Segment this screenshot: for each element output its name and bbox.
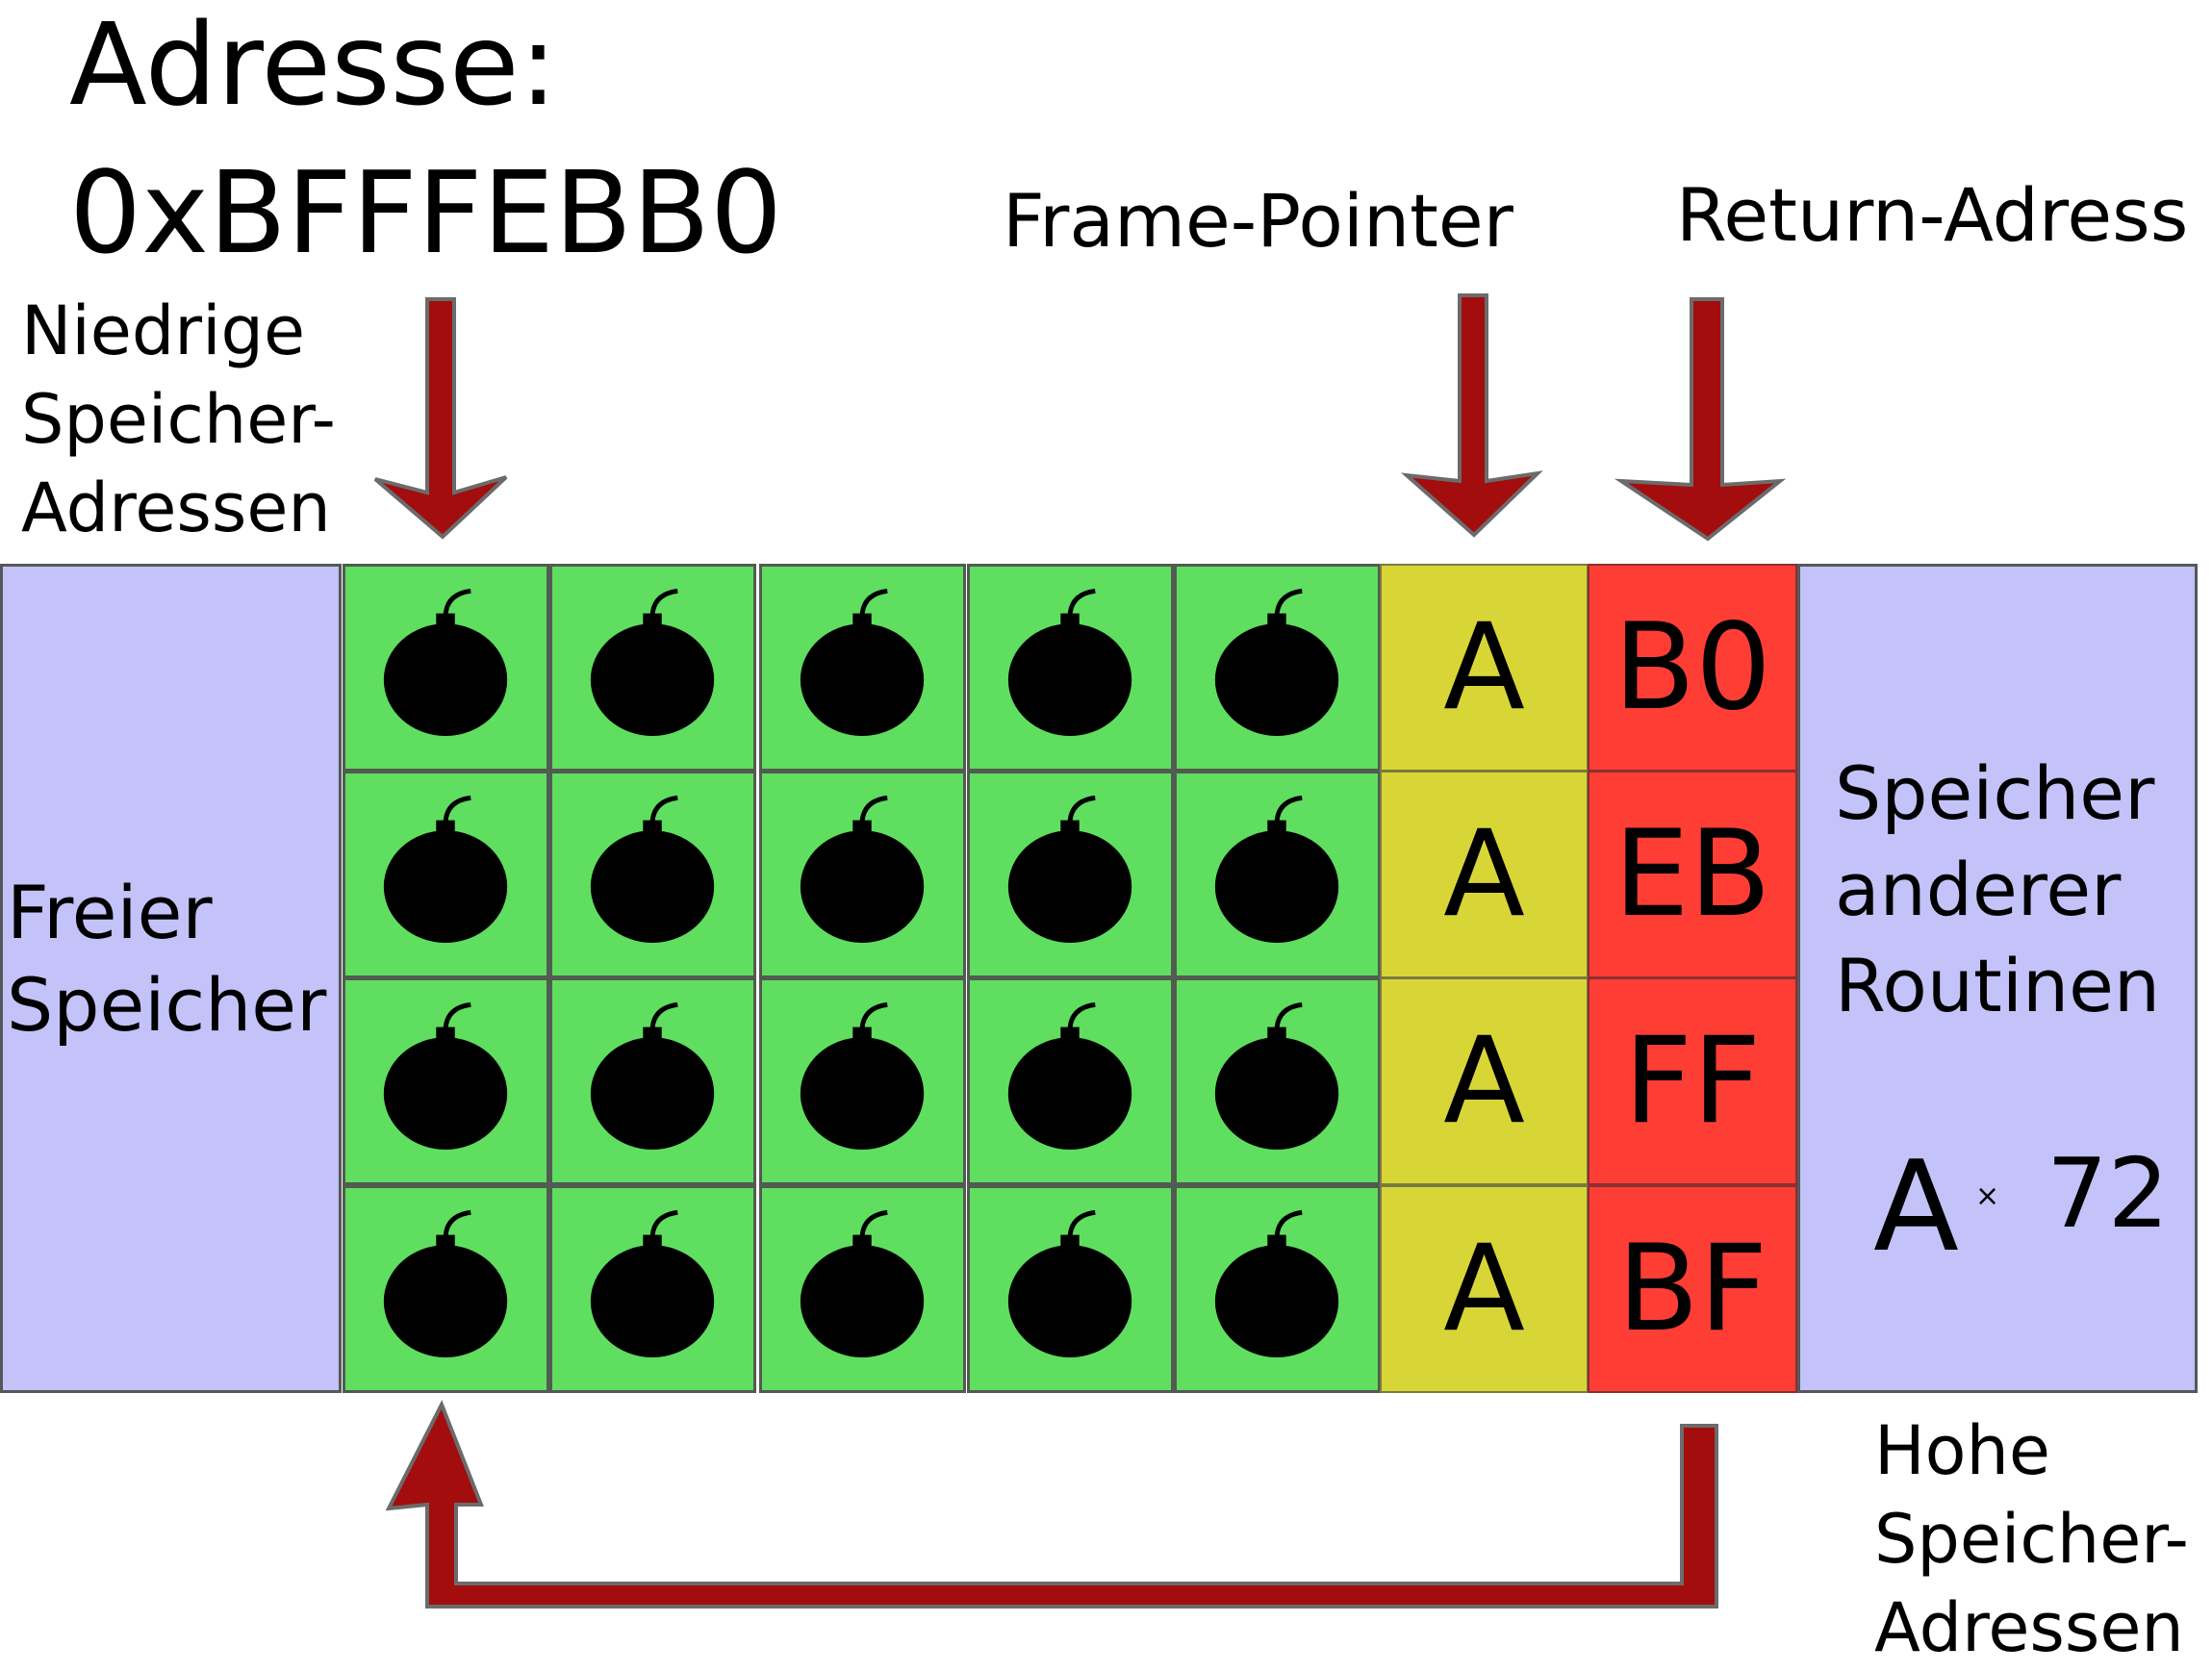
buffer-cell: [1174, 977, 1381, 1185]
return-address-cell: B0: [1588, 564, 1797, 772]
bomb-icon: [383, 1001, 508, 1150]
buffer-cell: [549, 564, 756, 772]
high-addresses-label: Hohe Speicher- Adressen: [1874, 1406, 2189, 1672]
buffer-cell: [967, 977, 1174, 1185]
buffer-cell: [1174, 771, 1381, 978]
buffer-cell: [343, 977, 549, 1185]
return-address-cell: FF: [1588, 977, 1797, 1185]
bomb-icon: [383, 795, 508, 943]
bomb-icon: [1007, 1001, 1132, 1150]
bomb-icon: [800, 795, 925, 943]
low-addresses-line-2: Speicher-: [21, 380, 336, 459]
repeat-times-sign: ×: [1975, 1179, 2000, 1213]
repeat-count: 72: [2047, 1137, 2170, 1250]
buffer-cell: [343, 771, 549, 978]
address-title: Adresse:: [69, 8, 557, 121]
buffer-cell: [759, 771, 966, 978]
buffer-cell: [1174, 1185, 1381, 1393]
bomb-icon: [590, 795, 715, 943]
buffer-cell: [967, 564, 1174, 772]
return-address-arrow: [1614, 297, 1787, 542]
bomb-icon: [800, 1001, 925, 1150]
address-arrow: [373, 297, 508, 540]
buffer-cell: [759, 1185, 966, 1393]
buffer-cell: [549, 1185, 756, 1393]
return-address-label: Return-Adress: [1676, 172, 2189, 258]
bomb-icon: [1214, 1001, 1339, 1150]
other-routines-line-3: Routinen: [1835, 943, 2161, 1028]
bomb-icon: [590, 1209, 715, 1357]
address-hex: 0xBFFFEBB0: [69, 146, 783, 279]
bomb-icon: [800, 588, 925, 736]
frame-pointer-cell: A: [1380, 564, 1589, 772]
low-addresses-label: Niedrige Speicher- Adressen: [21, 287, 336, 552]
repeat-char: A: [1873, 1133, 1959, 1279]
bomb-icon: [1214, 795, 1339, 943]
buffer-cell: [549, 771, 756, 978]
other-routines-line-2: anderer: [1835, 847, 2122, 932]
high-addresses-line-3: Adressen: [1874, 1588, 2184, 1667]
frame-pointer-cell: A: [1380, 1185, 1589, 1393]
bomb-icon: [1007, 588, 1132, 736]
address-value: 0xBFFFEBB0: [69, 156, 782, 269]
buffer-cell: [759, 564, 966, 772]
frame-pointer-arrow: [1400, 293, 1543, 538]
free-memory-block: Freier Speicher: [0, 564, 342, 1393]
bomb-icon: [1214, 1209, 1339, 1357]
free-memory-line-1: Freier: [7, 870, 213, 955]
buffer-cell: [759, 977, 966, 1185]
low-addresses-line-3: Adressen: [21, 469, 331, 547]
buffer-cell: [549, 977, 756, 1185]
buffer-cell: [967, 1185, 1174, 1393]
other-routines-line-1: Speicher: [1835, 750, 2155, 836]
high-addresses-line-2: Speicher-: [1874, 1500, 2189, 1579]
overflow-return-arrow: [385, 1400, 1718, 1609]
return-address-cell: EB: [1588, 771, 1797, 978]
bomb-icon: [800, 1209, 925, 1357]
buffer-cell: [343, 1185, 549, 1393]
low-addresses-line-1: Niedrige: [21, 291, 306, 370]
other-routines-label: Speicher anderer Routinen: [1835, 746, 2160, 1034]
other-routines-memory-block: Speicher anderer Routinen A × 72: [1797, 564, 2198, 1393]
free-memory-line-2: Speicher: [7, 962, 327, 1048]
return-address-cell: BF: [1588, 1185, 1797, 1393]
buffer-cell: [967, 771, 1174, 978]
high-addresses-line-1: Hohe: [1874, 1411, 2050, 1490]
bomb-icon: [590, 1001, 715, 1150]
frame-pointer-label: Frame-Pointer: [1003, 178, 1513, 264]
frame-pointer-cell: A: [1380, 977, 1589, 1185]
bomb-icon: [590, 588, 715, 736]
bomb-icon: [1214, 588, 1339, 736]
free-memory-label: Freier Speicher: [7, 867, 326, 1051]
buffer-cell: [1174, 564, 1381, 772]
bomb-icon: [383, 1209, 508, 1357]
address-label: Adresse:: [69, 0, 558, 131]
bomb-icon: [1007, 1209, 1132, 1357]
bomb-icon: [1007, 795, 1132, 943]
buffer-cell: [343, 564, 549, 772]
bomb-icon: [383, 588, 508, 736]
